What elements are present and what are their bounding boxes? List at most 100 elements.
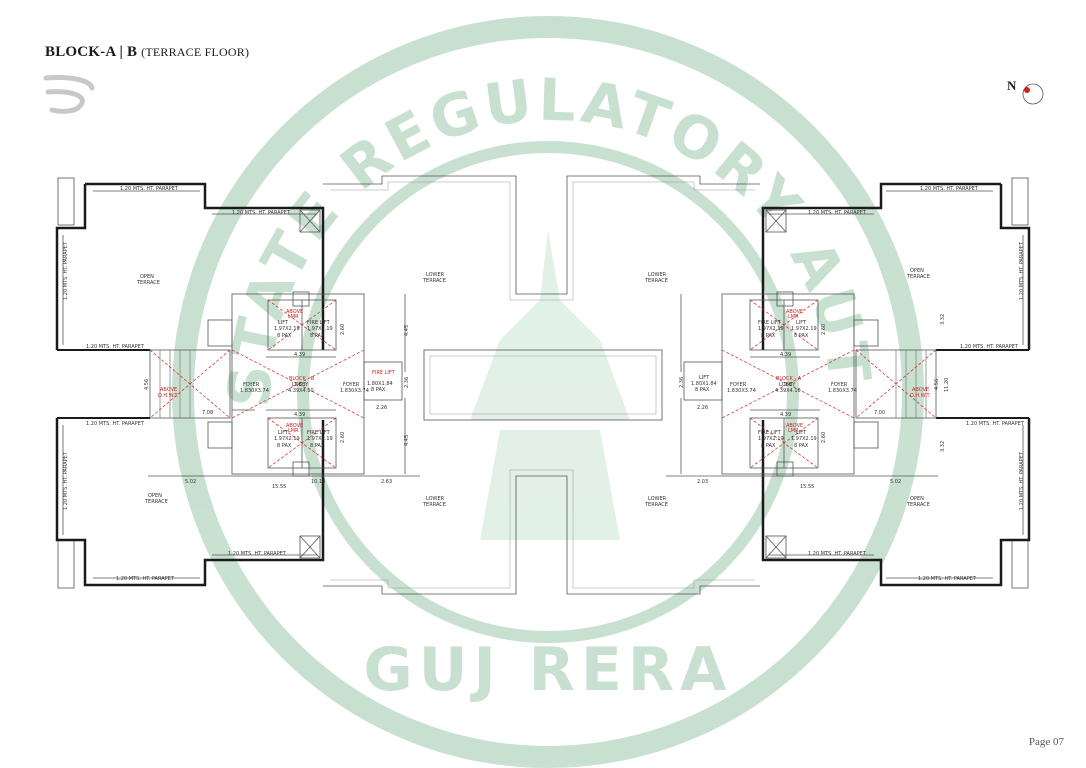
- central-terraces: [323, 175, 760, 595]
- dim-label: 3.32: [940, 441, 946, 452]
- page-number: Page 07: [1028, 736, 1064, 748]
- lift-pax: 8 PAX: [794, 443, 809, 449]
- foyer-label: FOYER: [831, 382, 848, 388]
- lift-pax: 8 PAX: [277, 333, 292, 339]
- dim-label: 2.26: [697, 405, 708, 411]
- north-letter: N: [1007, 78, 1017, 93]
- fire-lift-small-dim: 1.80X1.84: [367, 381, 393, 387]
- above-lmr-label: ABOVE: [286, 309, 303, 315]
- lift-label: LIFT: [796, 320, 807, 326]
- lobby-label: LOBBY: [779, 382, 796, 388]
- dim-label: 2.03: [697, 479, 708, 485]
- foyer-dim: 1.830X3.74: [727, 388, 756, 394]
- parapet-label: 1.20 MTS. HT. PARAPET: [232, 210, 291, 216]
- dim-label: 15.55: [272, 484, 286, 490]
- foyer-dim: 1.830X3.74: [240, 388, 269, 394]
- dim-label: 2.60: [340, 432, 346, 443]
- fire-lift-label: FIRE LIFT: [758, 320, 782, 326]
- foyer-label: FOYER: [243, 382, 260, 388]
- lift-small-dim: 1.80X1.84: [691, 381, 717, 387]
- parapet-label: 1.20 MTS. HT. PARAPET: [920, 186, 979, 192]
- north-compass-icon: [1022, 83, 1044, 105]
- dim-label: 7.00: [874, 410, 885, 416]
- foyer-dim: 1.830X3.74: [340, 388, 369, 394]
- open-terrace-label: OPEN: [140, 274, 154, 280]
- block-a-plan: [666, 177, 1031, 589]
- foyer-dim: 1.830X3.74: [828, 388, 857, 394]
- above-ohwt-label: ABOVE: [160, 387, 177, 393]
- lower-terrace-label: TERRACE: [644, 278, 668, 284]
- fire-lift-dim: 1.97X2.19: [758, 436, 784, 442]
- right-labels: 1.20 MTS. HT. PARAPET 1.20 MTS. HT. PARA…: [644, 186, 1025, 582]
- open-terrace-label: TERRACE: [144, 499, 168, 505]
- parapet-label: 1.20 MTS. HT. PARAPET: [808, 210, 867, 216]
- dim-label: 2.36: [679, 377, 685, 388]
- dim-label: 4.45: [404, 325, 410, 336]
- dim-label: 4.39: [294, 352, 305, 358]
- lower-terrace-label: TERRACE: [422, 502, 446, 508]
- dim-label: 5.02: [890, 479, 901, 485]
- lift-pax: 8 PAX: [277, 443, 292, 449]
- lift-pax: 8 PAX: [794, 333, 809, 339]
- lobby-dim: 4.39X4.10: [288, 388, 314, 394]
- fire-lift-pax: 8 PAX: [761, 443, 776, 449]
- dim-label: 4.56: [934, 379, 940, 390]
- lobby-label: LOBBY: [292, 382, 309, 388]
- parapet-label: 1.20 MTS. HT. PARAPET: [86, 421, 145, 427]
- dim-label: 2.36: [404, 377, 410, 388]
- lift-label: LIFT: [796, 430, 807, 436]
- above-ohwt-label: ABOVE: [912, 387, 929, 393]
- block-b-label: BLOCK - B: [289, 376, 315, 382]
- above-lmr-label: LMR: [788, 314, 799, 320]
- fire-lift-small-pax: 8 PAX: [371, 387, 386, 393]
- lift-dim: 1.97X2.19: [791, 436, 817, 442]
- dim-label: 4.39: [780, 412, 791, 418]
- block-a-label: BLOCK - A: [776, 376, 802, 382]
- lower-terrace-label: TERRACE: [644, 502, 668, 508]
- open-terrace-label: OPEN: [148, 493, 162, 499]
- above-lmr-label: ABOVE: [786, 309, 803, 315]
- parapet-label: 1.20 MTS. HT. PARAPET: [228, 551, 287, 557]
- parapet-label: 1.20 MTS. HT. PARAPET: [116, 576, 175, 582]
- lift-dim: 1.97X2.19: [274, 436, 300, 442]
- open-terrace-label: OPEN: [910, 268, 924, 274]
- left-labels: 1.20 MTS. HT. PARAPET 1.20 MTS. HT. PARA…: [63, 186, 446, 582]
- dim-label: 4.39: [780, 352, 791, 358]
- parapet-label: 1.20 MTS. HT. PARAPET: [966, 421, 1025, 427]
- fire-lift-label: FIRE LIFT: [307, 320, 331, 326]
- dim-label: 11.20: [944, 378, 950, 392]
- dim-label: 2.60: [821, 324, 827, 335]
- fire-lift-pax: 8 PAX: [310, 443, 325, 449]
- open-terrace-label: TERRACE: [906, 274, 930, 280]
- parapet-label: 1.20 MTS. HT. PARAPET: [63, 451, 69, 510]
- lift-small-pax: 8 PAX: [695, 387, 710, 393]
- dim-label: 2.60: [340, 324, 346, 335]
- above-lmr-label: ABOVE: [786, 423, 803, 429]
- above-lmr-label: ABOVE: [286, 423, 303, 429]
- fire-lift-label: FIRE LIFT: [307, 430, 331, 436]
- above-lmr-label: LMR: [288, 428, 299, 434]
- open-terrace-label: OPEN: [910, 496, 924, 502]
- page-title: BLOCK-A | B (TERRACE FLOOR): [45, 44, 249, 61]
- dim-label: 3.32: [940, 314, 946, 325]
- foyer-label: FOYER: [730, 382, 747, 388]
- fire-lift-dim: 1.97X2.19: [307, 326, 333, 332]
- open-terrace-label: TERRACE: [136, 280, 160, 286]
- above-ohwt-label: O.H.W.T.: [158, 393, 179, 399]
- lobby-dim: 4.39X4.10: [775, 388, 801, 394]
- lift-label: LIFT: [278, 430, 289, 436]
- fire-lift-dim: 1.97X2.19: [307, 436, 333, 442]
- dim-label: 15.55: [800, 484, 814, 490]
- dim-label: 5.02: [185, 479, 196, 485]
- north-arrow: N: [1005, 78, 1045, 110]
- above-lmr-label: LMR: [788, 428, 799, 434]
- foyer-label: FOYER: [343, 382, 360, 388]
- dim-label: 2.26: [376, 405, 387, 411]
- title-sub: (TERRACE FLOOR): [141, 45, 250, 59]
- above-ohwt-label: O.H.W.T.: [910, 393, 931, 399]
- dim-label: 2.60: [821, 432, 827, 443]
- parapet-label: 1.20 MTS. HT. PARAPET: [808, 551, 867, 557]
- parapet-label: 1.20 MTS. HT. PARAPET: [1019, 241, 1025, 300]
- parapet-label: 1.20 MTS. HT. PARAPET: [86, 344, 145, 350]
